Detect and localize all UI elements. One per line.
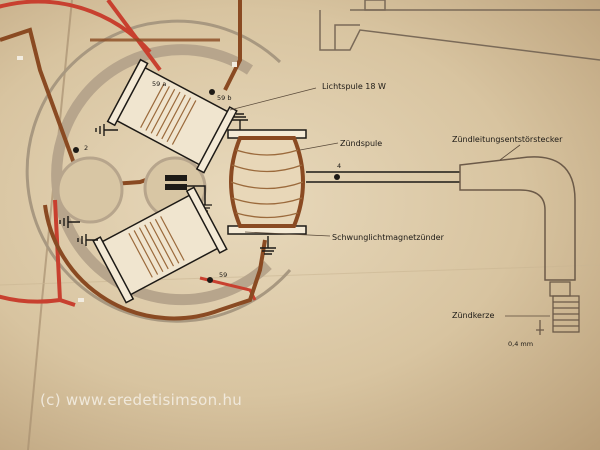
terminal-label-59: 59 (219, 271, 227, 279)
ground-icon (260, 236, 276, 255)
stator-rim (25, 19, 292, 323)
engine-part-outline (319, 0, 600, 61)
ground-icon (77, 234, 98, 246)
ignition-coil (227, 129, 307, 235)
terminal-label-4: 4 (337, 162, 341, 170)
terminal-dot-4 (334, 174, 340, 180)
lighting-coil-lower (92, 186, 228, 304)
terminal-label-2: 2 (84, 144, 88, 152)
paper-crease (0, 264, 600, 286)
breaker-arm (165, 175, 187, 181)
ht-lead (306, 171, 460, 183)
leader-zuendspule (299, 142, 339, 151)
ground-icon (232, 113, 248, 132)
brown-wire-top (223, 0, 242, 91)
ground-icon (95, 124, 118, 136)
leader-schwung (244, 231, 331, 237)
red-wire-59 (199, 276, 257, 301)
label-lichtspule: Lichtspule 18 W (322, 82, 386, 91)
spark-plug (536, 281, 580, 335)
label-zuendkerze: Zündkerze (452, 311, 494, 320)
wire-marker (232, 62, 237, 67)
label-electrode-gap: 0,4 mm (508, 340, 533, 348)
terminal-label-59b: 59 b (217, 94, 231, 102)
coil-body (229, 136, 305, 228)
lighting-coil-upper (106, 58, 238, 174)
breaker-arm (165, 184, 187, 190)
leader-zuendleitung (499, 144, 521, 161)
label-zuendspule: Zündspule (340, 139, 382, 148)
terminal-label-59a: 59 a (152, 80, 166, 88)
spark-plug-connector (459, 156, 576, 281)
leader-lichtspule (229, 87, 317, 111)
wire-marker (78, 298, 84, 302)
terminal-dot-59 (207, 277, 213, 283)
terminal-dot-59b (209, 89, 215, 95)
terminal-dot-2 (73, 147, 79, 153)
brown-wire-lower-arc (43, 204, 267, 321)
label-zuendleitung: Zündleitungsentstörstecker (452, 135, 563, 144)
shaft-circle-left (56, 156, 124, 224)
ground-icon (59, 216, 80, 228)
watermark: (c) www.eredetisimson.hu (40, 391, 242, 409)
wire-marker (17, 56, 23, 60)
label-schwunglichtmagnetzuender: Schwunglichtmagnetzünder (332, 233, 445, 242)
red-wire-down (53, 199, 76, 307)
red-wire-arc (0, 0, 152, 304)
